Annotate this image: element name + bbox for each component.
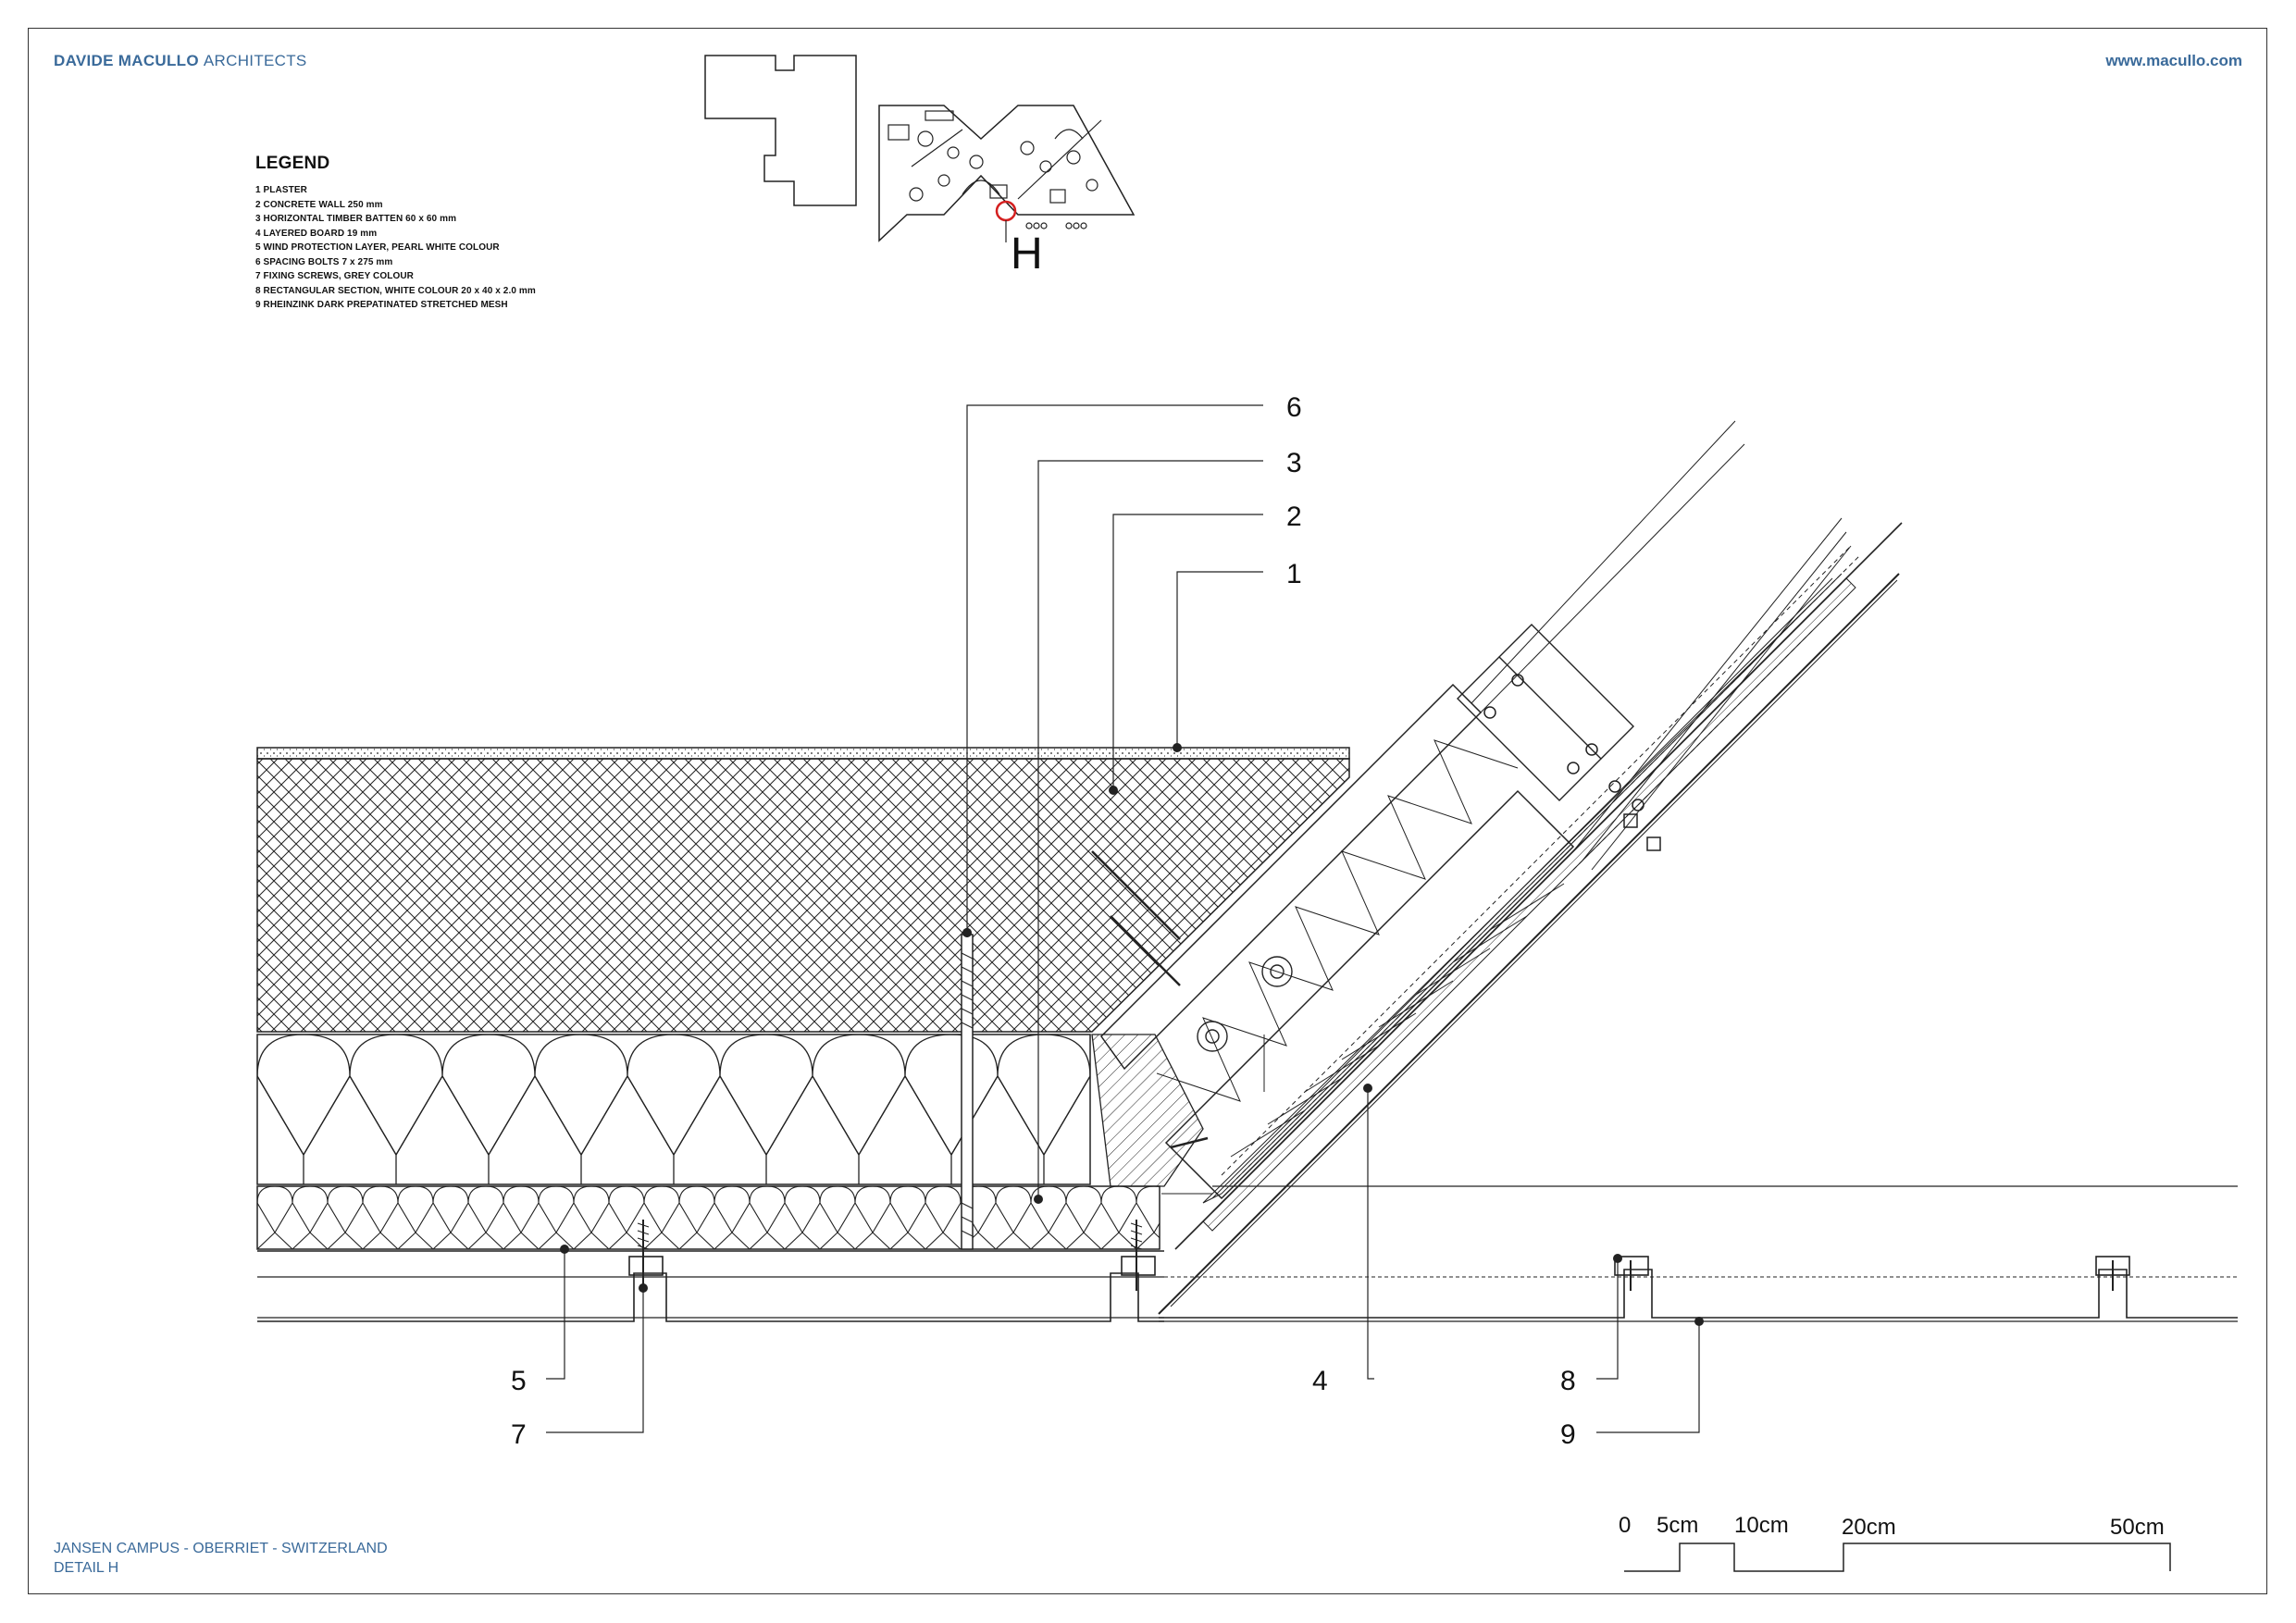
callout-6: 6 — [1286, 392, 1302, 423]
key-plan-detail-letter: H — [1011, 229, 1043, 279]
concrete-wall — [256, 758, 1350, 1033]
callout-4: 4 — [1312, 1366, 1328, 1396]
callout-7: 7 — [511, 1419, 527, 1450]
plaster-layer — [256, 747, 1350, 760]
brand-suffix: ARCHITECTS — [203, 52, 307, 69]
right-cladding — [1159, 1256, 2238, 1322]
insulation-thick — [256, 1034, 1091, 1185]
scale-label-5cm: 5cm — [1657, 1513, 1698, 1538]
project-name: JANSEN CAMPUS - OBERRIET - SWITZERLAND — [54, 1541, 388, 1556]
legend-item: 3 HORIZONTAL TIMBER BATTEN 60 x 60 mm — [255, 214, 457, 224]
callout-3: 3 — [1286, 448, 1302, 478]
legend-item: 1 PLASTER — [255, 185, 307, 195]
scale-bar: 0 5cm 10cm 20cm 50cm — [1619, 1513, 2171, 1572]
brand-logo: DAVIDE MACULLO ARCHITECTS — [54, 52, 307, 70]
callout-1: 1 — [1286, 559, 1302, 589]
legend-item: 7 FIXING SCREWS, GREY COLOUR — [255, 271, 414, 281]
drawing-frame — [28, 28, 2267, 1594]
insulation-thin — [256, 1185, 1160, 1250]
legend-item: 6 SPACING BOLTS 7 x 275 mm — [255, 256, 393, 267]
callout-2: 2 — [1286, 502, 1302, 532]
legend-title: LEGEND — [255, 154, 330, 173]
angled-facade — [1091, 420, 2238, 1315]
legend: LEGEND 1 PLASTER 2 CONCRETE WALL 250 mm … — [255, 154, 536, 313]
callout-5: 5 — [511, 1366, 527, 1396]
scale-label-50cm: 50cm — [2110, 1515, 2165, 1540]
scale-label-20cm: 20cm — [1842, 1515, 1896, 1540]
scale-label-0: 0 — [1619, 1513, 1631, 1538]
legend-item: 5 WIND PROTECTION LAYER, PEARL WHITE COL… — [255, 242, 500, 253]
wall-section — [256, 747, 1350, 1322]
scale-label-10cm: 10cm — [1734, 1513, 1789, 1538]
leader-lines — [546, 404, 1700, 1433]
legend-item: 4 LAYERED BOARD 19 mm — [255, 228, 378, 239]
legend-item: 9 RHEINZINK DARK PREPATINATED STRETCHED … — [255, 300, 508, 310]
detail-name: DETAIL H — [54, 1560, 119, 1576]
website-link[interactable]: www.macullo.com — [2105, 52, 2242, 69]
callout-9: 9 — [1560, 1419, 1576, 1450]
brand-name: DAVIDE MACULLO — [54, 52, 199, 69]
callout-8: 8 — [1560, 1366, 1576, 1396]
legend-item: 8 RECTANGULAR SECTION, WHITE COLOUR 20 x… — [255, 285, 536, 296]
legend-item: 2 CONCRETE WALL 250 mm — [255, 199, 383, 210]
key-plan: H — [704, 55, 1136, 279]
key-plan-marker — [995, 200, 1017, 222]
project-title-block: JANSEN CAMPUS - OBERRIET - SWITZERLAND D… — [54, 1539, 388, 1578]
